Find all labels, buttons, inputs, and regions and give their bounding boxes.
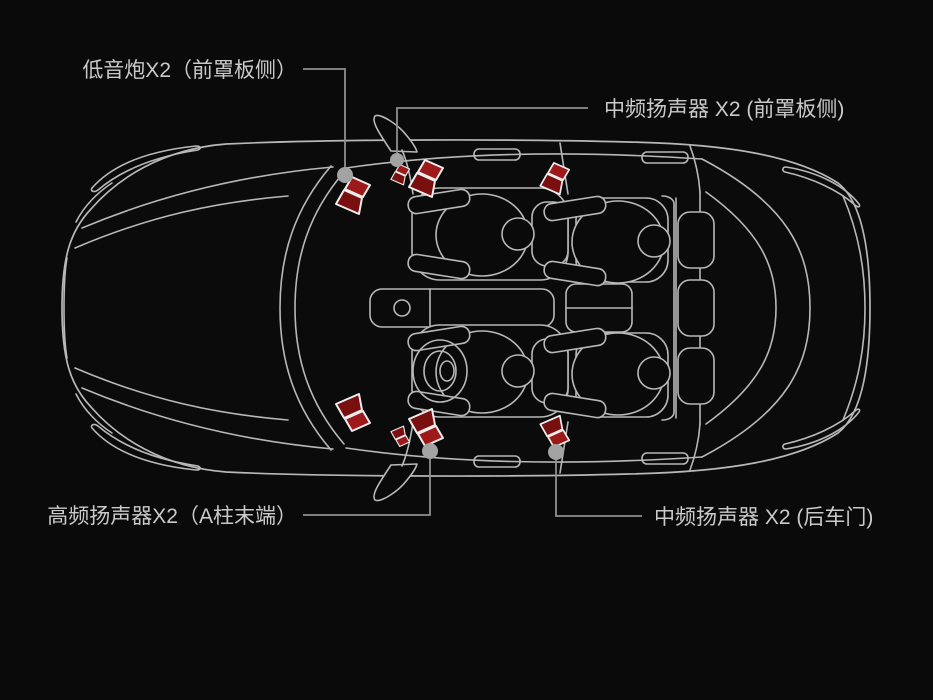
rear-window-outer-arc	[701, 158, 811, 458]
headlight-bottom	[90, 423, 201, 471]
marker-dot-subwoofer	[337, 167, 353, 183]
rear-headrest-bottom	[677, 347, 715, 405]
windshield-glass-arc	[294, 171, 345, 445]
front-corner-crease-top	[75, 182, 113, 223]
door-handle-rear-bottom	[641, 452, 689, 465]
trunk-rear-edge	[842, 195, 866, 421]
label-midrange-front: 中频扬声器 X2 (前罩板侧)	[604, 98, 844, 121]
headlight-top	[90, 145, 201, 193]
door-handle-rear-top	[641, 151, 689, 164]
roofline-bottom	[345, 447, 703, 463]
car-interior	[369, 187, 715, 421]
hood-seam-top-inner	[74, 195, 289, 249]
windshield-cowl-arc	[279, 165, 332, 451]
steering-wheel	[412, 339, 468, 403]
leader-midrange-front	[396, 107, 588, 160]
leader-midrange-rear	[555, 452, 642, 517]
marker-dot-midrange-rear	[548, 444, 564, 460]
hood-seam-top-outer	[81, 166, 334, 229]
callout-labels: 低音炮X2（前罩板侧） 中频扬声器 X2 (前罩板侧) 高频扬声器X2（A柱末端…	[47, 59, 873, 529]
marker-dot-tweeter	[422, 443, 438, 459]
door-handle-front-top	[473, 148, 521, 161]
rear-spoiler-bottom	[782, 408, 861, 450]
hood-seam-bottom-inner	[74, 367, 289, 421]
console-dial	[393, 299, 411, 317]
front-corner-crease-bottom	[75, 393, 113, 434]
car-outline	[61, 114, 871, 502]
leader-tweeter	[303, 451, 431, 516]
label-subwoofer: 低音炮X2（前罩板侧）	[82, 59, 297, 82]
b-pillar-seam-bottom	[559, 421, 569, 474]
marker-dot-midrange-front	[390, 153, 404, 167]
rear-headrest-top	[677, 211, 715, 269]
c-pillar-seam-top	[689, 145, 701, 193]
door-handle-front-bottom	[473, 455, 521, 468]
hood-seam-bottom-outer	[81, 387, 334, 450]
rear-spoiler-top	[782, 166, 861, 208]
rear-window-inner-arc	[705, 191, 777, 425]
label-tweeter: 高频扬声器X2（A柱末端）	[47, 505, 297, 528]
rear-headrest-middle	[677, 279, 715, 337]
front-bumper-line	[63, 257, 68, 359]
c-pillar-seam-bottom	[689, 423, 701, 471]
callout-leaders	[303, 68, 642, 517]
side-mirror-bottom	[373, 463, 418, 502]
leader-subwoofer	[303, 68, 346, 175]
rear-bench-back	[661, 195, 675, 421]
side-mirror-top	[373, 114, 418, 153]
roofline-top	[345, 153, 703, 169]
label-midrange-rear: 中频扬声器 X2 (后车门)	[654, 506, 873, 529]
a-pillar-seam-top	[401, 149, 414, 195]
